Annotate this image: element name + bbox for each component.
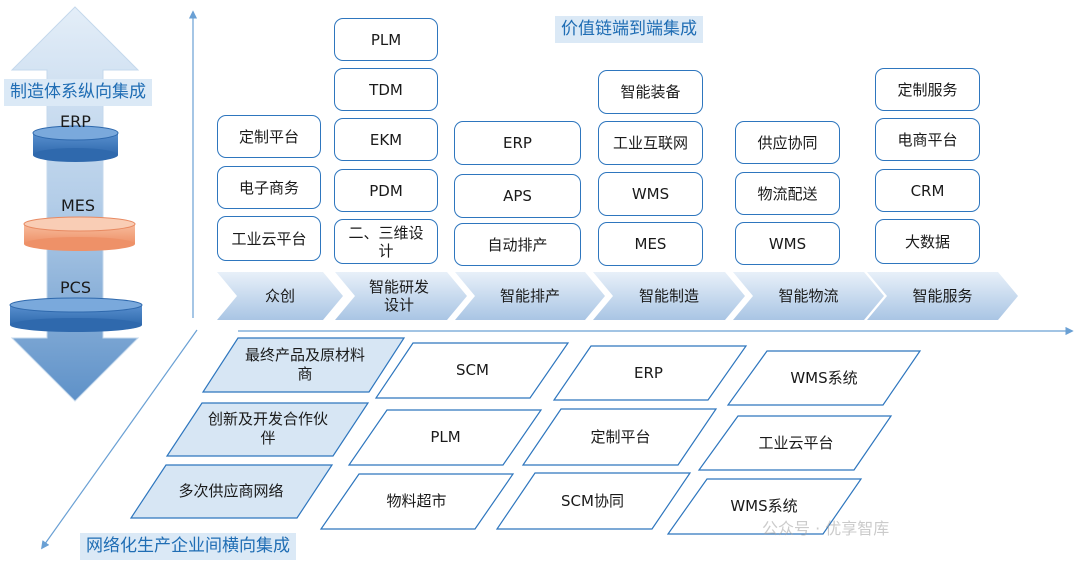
network-cell-2-3: 工业云平台 xyxy=(758,433,834,452)
cylinder-erp xyxy=(32,125,119,162)
col5-box-1: 供应协同 xyxy=(735,121,840,164)
cylinder-label-pcs: PCS xyxy=(60,278,91,297)
cell-shape-3-2 xyxy=(495,472,692,530)
cell-shape-3-3 xyxy=(666,478,863,535)
col2-box-4: PDM xyxy=(334,169,438,212)
network-cell-2-1: PLM xyxy=(430,428,461,446)
cell-shape-2-2 xyxy=(521,408,718,466)
cell-shape-1-3 xyxy=(726,350,922,406)
horizontal-integration-label: 网络化生产企业间横向集成 xyxy=(80,533,296,560)
network-category-2: 创新及开发合作伙伴 xyxy=(207,410,328,447)
category-shape-2 xyxy=(165,402,370,457)
network-category-1: 最终产品及原材料商 xyxy=(244,346,365,383)
col1-box-2: 电子商务 xyxy=(217,166,321,209)
cell-shape-3-1 xyxy=(319,473,515,530)
col4-box-4: MES xyxy=(598,222,703,266)
value-chain-label: 价值链端到端集成 xyxy=(555,16,703,43)
network-cell-3-2: SCM协同 xyxy=(561,491,624,510)
vertical-integration-label: 制造体系纵向集成 xyxy=(4,79,152,106)
chevron-label-5: 智能物流 xyxy=(778,287,839,305)
cell-shape-2-1 xyxy=(347,409,543,466)
category-shape-1 xyxy=(201,337,406,393)
cylinder-pcs xyxy=(9,297,143,332)
chevron-shape-6 xyxy=(867,272,1018,320)
col1-box-3: 工业云平台 xyxy=(217,216,321,261)
col4-box-2: 工业互联网 xyxy=(598,121,703,165)
col5-box-2: 物流配送 xyxy=(735,172,840,215)
network-cell-3-1: 物料超市 xyxy=(386,492,447,510)
cell-shape-1-2 xyxy=(552,345,748,401)
col6-box-2: 电商平台 xyxy=(875,118,980,161)
chevron-label-4: 智能制造 xyxy=(638,287,699,305)
cell-shape-2-3 xyxy=(697,415,893,471)
chevron-label-3: 智能排产 xyxy=(499,287,560,305)
chevron-label-1: 众创 xyxy=(264,287,295,305)
col1-box-1: 定制平台 xyxy=(217,115,321,158)
col2-box-2: TDM xyxy=(334,68,438,111)
chevron-shape-4 xyxy=(593,272,745,320)
col3-box-3: 自动排产 xyxy=(454,223,581,266)
col6-box-1: 定制服务 xyxy=(875,68,980,111)
chevron-shape-1 xyxy=(217,272,343,320)
chevron-shape-5 xyxy=(733,272,884,320)
col4-box-3: WMS xyxy=(598,172,703,216)
chevron-label-6: 智能服务 xyxy=(912,287,973,305)
watermark: 公众号 · 优享智库 xyxy=(762,519,890,538)
network-cell-1-2: ERP xyxy=(634,363,663,382)
col3-box-2: APS xyxy=(454,174,581,218)
cylinder-label-mes: MES xyxy=(61,196,96,215)
col2-box-5: 二、三维设计 xyxy=(334,219,438,264)
col6-box-3: CRM xyxy=(875,169,980,212)
network-cell-2-2: 定制平台 xyxy=(590,427,651,446)
cell-shape-1-1 xyxy=(374,342,570,399)
col4-box-1: 智能装备 xyxy=(598,70,703,114)
network-cell-1-3: WMS系统 xyxy=(790,368,858,387)
col3-box-1: ERP xyxy=(454,121,581,165)
col5-box-3: WMS xyxy=(735,222,840,265)
network-cell-3-3: WMS系统 xyxy=(730,497,798,515)
diagonal-axis-line xyxy=(41,329,198,550)
category-shape-3 xyxy=(129,464,334,519)
col2-box-3: EKM xyxy=(334,118,438,161)
cylinder-label-erp: ERP xyxy=(60,112,91,131)
network-category-3: 多次供应商网络 xyxy=(178,481,284,500)
chevron-label-2: 智能研发设计 xyxy=(368,278,429,314)
vertical-double-arrow xyxy=(10,6,140,402)
col2-box-1: PLM xyxy=(334,18,438,61)
network-cell-1-1: SCM xyxy=(456,361,489,379)
chevron-shape-2 xyxy=(335,272,467,320)
cylinder-mes xyxy=(23,216,136,251)
col6-box-4: 大数据 xyxy=(875,219,980,264)
chevron-shape-3 xyxy=(455,272,605,320)
